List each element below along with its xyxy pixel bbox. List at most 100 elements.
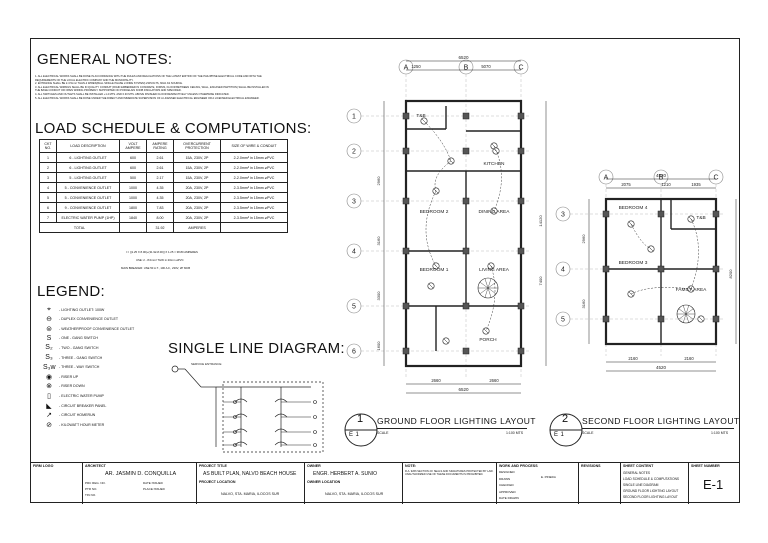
legend-item: ◣- CIRCUIT BREAKER PANEL bbox=[43, 401, 106, 410]
ground-floor-scale-label: SCALE bbox=[377, 431, 389, 435]
load-schedule-cell: 5 bbox=[39, 192, 57, 203]
work-process-row: DATE DRAWN bbox=[499, 496, 519, 500]
right-dimension: 7400 bbox=[538, 276, 543, 286]
load-schedule-cell: 1 bbox=[39, 152, 57, 163]
column bbox=[462, 147, 470, 155]
legend-item: ◉- RISER UP bbox=[43, 372, 78, 381]
column bbox=[657, 265, 665, 273]
load-schedule-cell: 2-3.5mm² in 15mm ⌀PVC bbox=[220, 202, 288, 213]
room-label: DINING AREA bbox=[479, 209, 511, 215]
wiring-run bbox=[423, 120, 452, 162]
wiring-run bbox=[493, 145, 502, 212]
load-schedule-cell: ELECTRIC WATER PUMP (1HP) bbox=[56, 212, 120, 223]
second-floor-title-rule bbox=[582, 428, 734, 429]
wiring-run bbox=[434, 160, 452, 192]
load-schedule-cell: 2.61 bbox=[146, 162, 174, 173]
bottom-dimension: 2660 bbox=[431, 378, 441, 383]
stair-tread bbox=[685, 308, 694, 315]
grid-label: 4 bbox=[352, 249, 356, 256]
left-dimension: 3300 bbox=[376, 291, 381, 301]
legend-label: - LIGHTING OUTLET: 100W bbox=[59, 307, 105, 312]
load-schedule-cell: 20A, 230V, 2P bbox=[173, 192, 221, 203]
room-label: KITCHEN bbox=[483, 161, 505, 167]
load-schedule-cell: 8.00 bbox=[146, 212, 174, 223]
ground-floor-title: GROUND FLOOR LIGHTING LAYOUT bbox=[377, 416, 536, 426]
drawing-sheet: GENERAL NOTES: 1. ALL ELECTRICAL WORKS S… bbox=[30, 38, 740, 504]
legend-label: - CIRCUIT BREAKER PANEL bbox=[59, 403, 107, 408]
load-schedule-header: VOLT AMPERE bbox=[119, 139, 147, 153]
legend-item: S₃w- THREE - WAY SWITCH bbox=[43, 363, 99, 372]
load-schedule-title: LOAD SCHEDULE & COMPUTATIONS: bbox=[35, 120, 312, 137]
single-line-diagram: SERVICE ENTRANCE bbox=[171, 362, 324, 453]
stair-tread bbox=[487, 281, 497, 289]
grid-label: C bbox=[518, 65, 523, 72]
room-label: LIVING AREA bbox=[479, 267, 510, 273]
stair-tread bbox=[484, 287, 489, 298]
architect-detail: PRC REG. NO. bbox=[85, 481, 106, 485]
room-label: BEDROOM 3 bbox=[619, 260, 648, 266]
stair-tread bbox=[487, 278, 492, 289]
top-dimension: 1210 bbox=[661, 182, 671, 187]
room-label: T&B bbox=[696, 215, 705, 221]
general-note-line: 2. ENTRANCE SHALL BE 2-3.5mm² THHN-2 WIR… bbox=[35, 82, 183, 86]
computation-line: MAIN BREAKER: USE 50 A.T., 100 A.F., 230… bbox=[121, 266, 191, 270]
ground-floor-sheet: E 1 bbox=[349, 432, 360, 438]
architect-detail: TIN NO. bbox=[85, 493, 96, 497]
room-label: FAMILY AREA bbox=[676, 287, 708, 293]
homerun-icon: ↗ bbox=[46, 412, 52, 420]
total-value: 31.92 bbox=[146, 222, 174, 233]
computation-line: USE: 2 - 8.0mm² THW in 20mm ⌀PVC bbox=[136, 258, 184, 262]
second-floor-scale-value: 1:100 MTS bbox=[711, 431, 729, 435]
grid-label: 3 bbox=[561, 212, 565, 219]
sheet-content-item: GENERAL NOTES bbox=[623, 471, 650, 475]
architect-detail: PLACE ISSUED bbox=[143, 487, 165, 491]
work-process-row: DRAWN bbox=[499, 476, 511, 481]
stair-tread bbox=[479, 281, 489, 289]
column bbox=[712, 315, 720, 323]
load-schedule-cell: 2-3.5mm² in 15mm ⌀PVC bbox=[220, 182, 288, 193]
wiring-run bbox=[425, 190, 437, 267]
second-floor-sheet: E 1 bbox=[554, 432, 565, 438]
legend-label: - ONE - GANG SWITCH bbox=[59, 336, 98, 341]
legend-item: S₃- THREE - GANG SWITCH bbox=[43, 353, 102, 362]
room-label: BEDROOM 4 bbox=[619, 205, 648, 211]
sheet-number-head: SHEET NUMBER bbox=[691, 464, 720, 468]
grid-label: 2 bbox=[352, 149, 356, 156]
sheet-content-item: SINGLE LINE DIAGRAM bbox=[623, 483, 659, 487]
legend-label: - RISER UP bbox=[59, 374, 79, 379]
three-gang-switch-icon: S₃ bbox=[45, 354, 53, 361]
column bbox=[712, 265, 720, 273]
load-schedule-cell: 600 bbox=[119, 152, 147, 163]
legend-label: - DUPLEX CONVENIENCE OUTLET bbox=[59, 317, 119, 322]
general-note-line: 4. ALL SWITCHES AND OUTLETS SHALL BE INS… bbox=[35, 92, 230, 96]
circuit-terminal bbox=[233, 400, 237, 404]
load-schedule-cell: 6 - LIGHTING OUTLET bbox=[56, 162, 120, 173]
top-dimension: 2075 bbox=[621, 182, 631, 187]
wiring-run bbox=[630, 223, 652, 250]
top-dimension: 1250 bbox=[411, 64, 421, 69]
column bbox=[517, 197, 525, 205]
light-fixture-mark bbox=[698, 316, 704, 322]
work-process-row: CHECKED bbox=[499, 483, 514, 487]
grid-label: A bbox=[404, 65, 409, 72]
legend-label: - WEATHERPROOF CONVENIENCE OUTLET bbox=[59, 326, 135, 331]
load-schedule-cell: 7.83 bbox=[146, 202, 174, 213]
second-floor-title: SECOND FLOOR LIGHTING LAYOUT bbox=[582, 416, 740, 426]
top-dimension: 5070 bbox=[481, 64, 491, 69]
room-label: T&B bbox=[416, 113, 425, 119]
general-note-line: 1. ALL ELECTRICAL WORKS SHALL BE DONE IN… bbox=[35, 75, 262, 78]
one-gang-switch-icon: S bbox=[46, 334, 52, 342]
architect-head: ARCHITECT bbox=[85, 464, 106, 468]
load-schedule-cell: 2-3.5mm² in 15mm ⌀PVC bbox=[220, 192, 288, 203]
revisions-head: REVISIONS bbox=[581, 464, 601, 468]
bottom-dimension: 2160 bbox=[628, 356, 638, 361]
load-schedule-cell: 4.35 bbox=[146, 192, 174, 203]
load-schedule-cell: 5 - LIGHTING OUTLET bbox=[56, 172, 120, 183]
architect-name: AR. JASMIN D. CONQUILLA bbox=[105, 471, 177, 477]
stair-tread bbox=[678, 313, 687, 320]
project-location-head: PROJECT LOCATION bbox=[199, 480, 236, 484]
load-schedule-cell: 1000 bbox=[119, 192, 147, 203]
load-schedule-cell: 1840 bbox=[119, 212, 147, 223]
